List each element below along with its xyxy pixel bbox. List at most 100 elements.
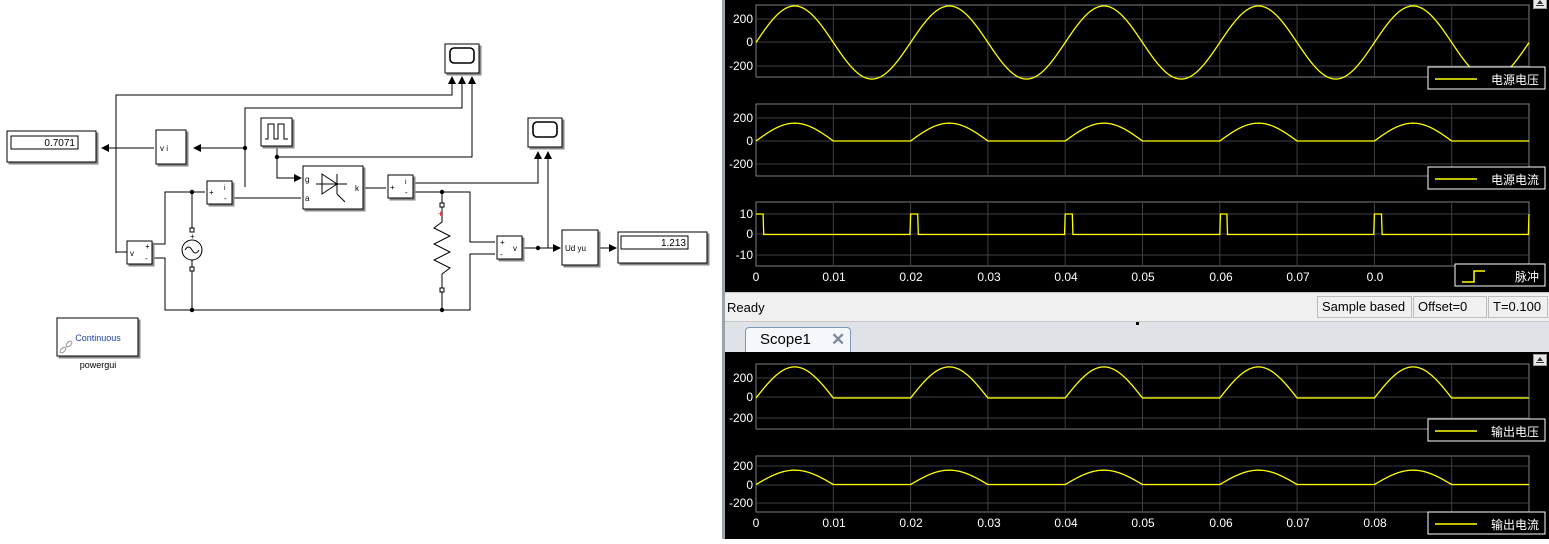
- x-tick-label: 0.01: [822, 516, 846, 530]
- y-tick-label: 0: [746, 134, 753, 148]
- svg-text:+: +: [390, 183, 395, 192]
- svg-text:+: +: [190, 232, 195, 241]
- y-tick-label: -200: [729, 59, 753, 73]
- y-tick-label: 0: [746, 227, 753, 241]
- x-tick-label: 0.02: [899, 270, 923, 284]
- display-rms-block[interactable]: [6, 130, 97, 163]
- y-tick-label: 10: [740, 207, 754, 221]
- pulse-generator-block[interactable]: [260, 117, 293, 147]
- status-sample-mode: Sample based: [1317, 296, 1412, 318]
- scope-status-bar: Ready Sample based Offset=0 T=0.100: [725, 292, 1549, 322]
- svg-text:i: i: [405, 179, 407, 186]
- trace-output-voltage: [755, 366, 1529, 399]
- status-offset: Offset=0: [1413, 296, 1487, 318]
- powergui-mode: Continuous: [75, 333, 121, 343]
- trace-supply-current: [755, 122, 1529, 142]
- thyristor-cathode-label: k: [355, 184, 360, 193]
- y-tick-label: -200: [729, 411, 753, 425]
- x-tick-label: 0.05: [1131, 516, 1155, 530]
- y-tick-label: 200: [733, 12, 753, 26]
- x-tick-label: 0.07: [1286, 270, 1310, 284]
- x-tick-label: 0: [753, 516, 760, 530]
- link-icon: [59, 340, 73, 354]
- x-tick-label: 0.03: [977, 270, 1001, 284]
- legend-label: 电源电流: [1491, 173, 1539, 187]
- thyristor-block[interactable]: [302, 165, 364, 210]
- ac-voltage-source[interactable]: +: [181, 227, 203, 272]
- current-measurement-load[interactable]: [387, 174, 414, 199]
- svg-text:-: -: [145, 254, 148, 263]
- display-avg-value: 1.213: [661, 238, 686, 249]
- current-measurement-source[interactable]: [206, 180, 233, 205]
- trace-output-current: [755, 469, 1529, 486]
- simulink-model-canvas[interactable]: 0.7071 v i + i - g a k + i -: [0, 0, 722, 539]
- voltage-measurement-load[interactable]: [496, 235, 523, 260]
- x-tick-label: 0.08: [1363, 516, 1387, 530]
- legend-label: 脉冲: [1515, 269, 1539, 284]
- thyristor-anode-label: a: [305, 194, 310, 203]
- x-tick-label: 0.0: [1367, 270, 1384, 284]
- trace-supply-voltage: [755, 5, 1530, 80]
- x-tick-label: 0.04: [1054, 516, 1078, 530]
- scope-panel: 200 0 -200 200 0 -200 10 0 -10 0 0.01 0.…: [725, 0, 1549, 539]
- scope-tab-bar: Scope1 ✕: [725, 322, 1549, 352]
- svg-text:i: i: [224, 185, 226, 192]
- y-tick-label: 0: [746, 390, 753, 404]
- powergui-block[interactable]: [56, 317, 139, 357]
- load-resistor[interactable]: +: [432, 202, 452, 293]
- scope-block-output[interactable]: [527, 117, 563, 148]
- trace-pulse: [756, 213, 1530, 236]
- x-tick-label: 0.01: [822, 270, 846, 284]
- junction-dots: [189, 145, 541, 313]
- x-tick-label: 0: [753, 270, 760, 284]
- legend-box[interactable]: 脉冲: [1454, 263, 1546, 287]
- y-tick-label: -200: [729, 496, 753, 510]
- y-tick-label: 0: [746, 478, 753, 492]
- scope-figure-output: 200 0 -200 200 0 -200 0 0.01 0.02 0.03 0…: [725, 352, 1549, 539]
- y-tick-label: 200: [733, 111, 753, 125]
- svg-text:-: -: [224, 194, 227, 203]
- svg-text:+: +: [145, 242, 150, 251]
- ud-mean-block[interactable]: [561, 229, 599, 266]
- voltage-measurement-load-label: v: [513, 244, 517, 253]
- y-tick-label: 200: [733, 371, 753, 385]
- display-rms-value: 0.7071: [44, 138, 75, 149]
- legend-box[interactable]: 输出电流: [1427, 511, 1546, 535]
- y-tick-label: -10: [736, 248, 754, 262]
- x-tick-label: 0.02: [899, 516, 923, 530]
- scope-block-top[interactable]: [444, 43, 480, 74]
- x-tick-label: 0.05: [1131, 270, 1155, 284]
- window-divider[interactable]: [722, 0, 725, 539]
- scope-figure-top: 200 0 -200 200 0 -200 10 0 -10 0 0.01 0.…: [725, 0, 1549, 292]
- legend-box[interactable]: 输出电压: [1427, 418, 1546, 442]
- collapse-icon[interactable]: [1533, 0, 1547, 9]
- x-tick-label: 0.07: [1286, 516, 1310, 530]
- y-tick-label: 200: [733, 459, 753, 473]
- x-tick-label: 0.06: [1209, 270, 1233, 284]
- ud-block-label: Ud yu: [565, 244, 586, 253]
- display-avg-block[interactable]: [617, 231, 708, 264]
- legend-label: 电源电压: [1491, 73, 1539, 87]
- close-icon[interactable]: ✕: [831, 330, 846, 349]
- y-tick-label: 0: [746, 35, 753, 49]
- tab-scope1-label: Scope1: [760, 331, 811, 348]
- svg-text:+: +: [209, 188, 214, 197]
- rms-block[interactable]: [155, 129, 187, 165]
- tab-scope1[interactable]: Scope1 ✕: [745, 327, 851, 352]
- y-tick-label: -200: [729, 157, 753, 171]
- x-tick-label: 0.04: [1054, 270, 1078, 284]
- x-tick-label: 0.03: [977, 516, 1001, 530]
- collapse-icon[interactable]: [1533, 354, 1547, 366]
- x-tick-label: 0.06: [1209, 516, 1233, 530]
- svg-text:-: -: [405, 188, 408, 197]
- svg-text:+: +: [500, 238, 505, 247]
- legend-box[interactable]: 电源电压: [1427, 66, 1546, 90]
- voltage-measurement-source[interactable]: [126, 240, 153, 265]
- legend-label: 输出电流: [1491, 517, 1539, 532]
- status-ready: Ready: [727, 300, 765, 315]
- svg-text:-: -: [500, 250, 503, 259]
- voltage-measurement-source-label: v: [130, 249, 134, 258]
- svg-text:+: +: [438, 209, 443, 219]
- legend-box[interactable]: 电源电流: [1427, 166, 1546, 190]
- thyristor-gate-label: g: [305, 175, 309, 184]
